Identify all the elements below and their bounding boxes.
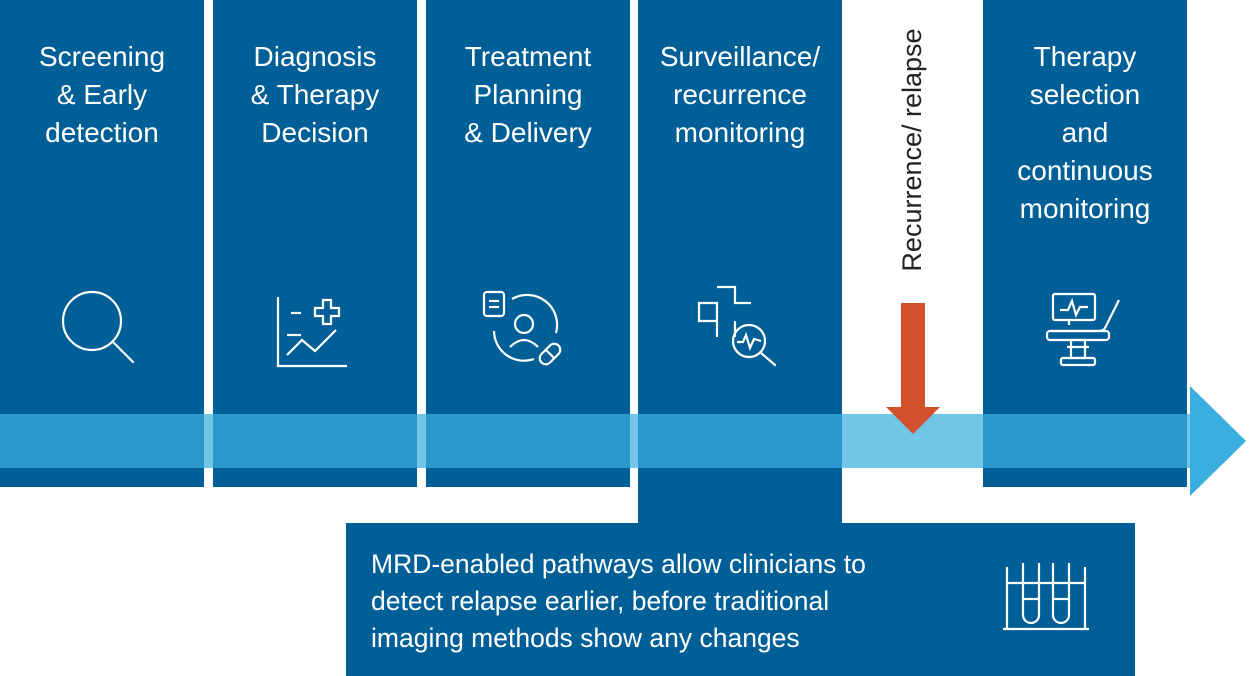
callout-text: MRD-enabled pathways allow clinicians to…	[371, 549, 866, 653]
chart-plus-icon	[276, 297, 347, 368]
treatment-chair-monitor-icon	[1045, 292, 1120, 367]
mrd-callout: MRD-enabled pathways allow clinicians to…	[346, 523, 1135, 676]
stage-title: Diagnosis & Therapy Decision	[250, 41, 380, 148]
down-arrow-icon	[886, 303, 940, 434]
stage-title: Screening & Early detection	[38, 41, 166, 148]
stage-screening: Screening & Early detection	[0, 0, 204, 487]
medical-cross-magnifier-icon	[697, 285, 777, 367]
magnifier-icon	[61, 290, 135, 364]
stage-therapy-selection: Therapy selection and continuous monitor…	[983, 0, 1187, 487]
stage-diagnosis: Diagnosis & Therapy Decision	[213, 0, 417, 487]
stage-title: Treatment Planning & Delivery	[464, 41, 592, 148]
timeline-arrow	[0, 386, 1246, 496]
stage-title: Therapy selection and continuous monitor…	[1017, 41, 1153, 224]
stage-title: Surveillance/ recurrence monitoring	[659, 41, 821, 148]
stage-surveillance: Surveillance/ recurrence monitoring	[638, 0, 842, 487]
surveillance-extension	[638, 480, 842, 526]
stage-treatment: Treatment Planning & Delivery	[426, 0, 630, 487]
test-tubes-icon	[1003, 563, 1089, 631]
recurrence-relapse-label: Recurrence/ relapse	[897, 28, 927, 272]
patient-document-pill-icon	[482, 290, 562, 366]
